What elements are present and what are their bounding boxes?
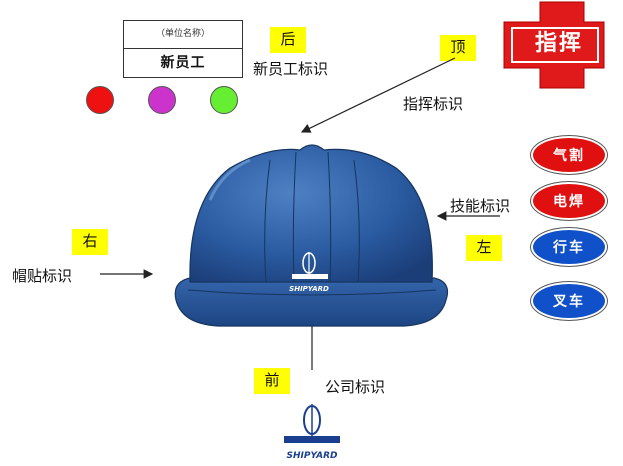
- skill-badge-crane: 行车: [531, 228, 607, 266]
- label-hat-sticker: 帽贴标识: [12, 267, 73, 285]
- label-skill: 技能标识: [450, 197, 511, 215]
- tag-back: 后: [270, 27, 306, 53]
- tag-top: 顶: [440, 35, 476, 61]
- arrow-commander: [300, 57, 456, 133]
- label-company: 公司标识: [325, 378, 386, 396]
- tag-left: 左: [466, 235, 502, 261]
- skill-badge-gas-cutting: 气割: [531, 136, 607, 174]
- name-card-caption: （单位名称）: [124, 21, 242, 49]
- commander-badge: [503, 1, 605, 89]
- company-logo-icon: [284, 404, 340, 443]
- name-card-name: 新员工: [160, 55, 206, 71]
- color-dot-purple: [148, 86, 176, 114]
- helmet-logo-icon: [292, 252, 328, 279]
- label-new-employee: 新员工标识: [253, 60, 329, 78]
- helmet: SHIPYARD: [174, 144, 449, 327]
- company-logo-sub: SHIPYARD: [287, 451, 339, 461]
- helmet-logo-sub: SHIPYARD: [289, 285, 329, 293]
- color-dot-red: [86, 86, 114, 114]
- commander-badge-text: 指挥: [534, 31, 583, 56]
- label-commander: 指挥标识: [403, 95, 464, 113]
- tag-right: 右: [72, 229, 108, 255]
- name-card: （单位名称） 新员工: [123, 20, 243, 78]
- skill-badge-forklift: 叉车: [531, 282, 607, 320]
- tag-front: 前: [254, 368, 290, 394]
- color-dot-green: [210, 86, 238, 114]
- skill-badge-welding: 电焊: [531, 182, 607, 220]
